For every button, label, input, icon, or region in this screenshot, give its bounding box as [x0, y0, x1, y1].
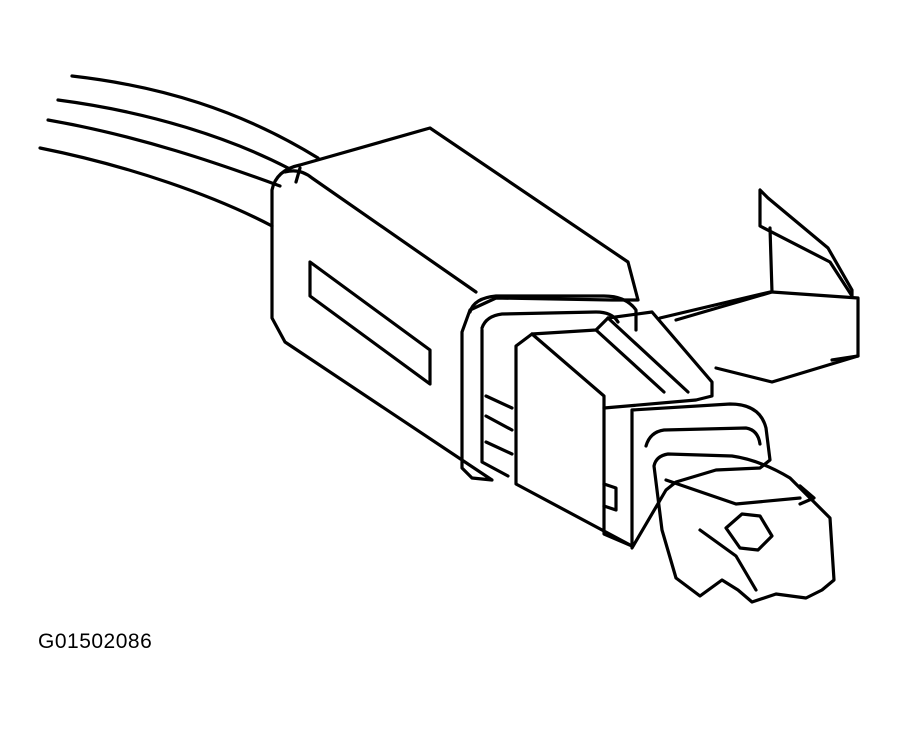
- nose-end-detail: [798, 484, 816, 506]
- wire-1: [70, 74, 320, 160]
- clip-upper-tab: [758, 188, 854, 298]
- clip-top-edge: [658, 290, 772, 320]
- nose-tip-ridge: [664, 478, 802, 506]
- collar-tab-top: [484, 394, 514, 410]
- wire-4: [38, 146, 274, 228]
- nose-collar: [630, 402, 772, 550]
- plug-ridge-line-2: [606, 316, 690, 394]
- housing-window-slot-shape: [308, 260, 432, 386]
- plug-top-ridge: [530, 332, 606, 410]
- collar-tab-low: [484, 440, 514, 456]
- terminal-hole: [724, 512, 774, 552]
- nose-tip-ridge-2: [698, 528, 758, 592]
- housing-front-ridge: [294, 166, 302, 184]
- terminal-nose: [630, 402, 836, 604]
- figure-id-label: G01502086: [38, 630, 153, 653]
- wire-2: [56, 98, 290, 170]
- plug-ridge-line: [594, 328, 666, 394]
- connector-housing: [270, 126, 640, 482]
- wire-3: [46, 118, 282, 188]
- clip-body: [714, 226, 860, 384]
- nose-tip-outline: [652, 452, 836, 604]
- housing-outline: [270, 126, 640, 482]
- nose-collar-inner: [644, 426, 762, 448]
- collar-tab-bottom: [484, 414, 514, 432]
- collar-left-inner: [480, 328, 510, 478]
- plug-side-notch: [602, 482, 618, 512]
- collar-outer: [468, 294, 638, 332]
- latch-clip: [658, 188, 860, 384]
- housing-top-edge: [283, 169, 478, 294]
- wire-bundle: [38, 74, 320, 228]
- collar-inner: [480, 310, 620, 330]
- clip-bottom: [830, 354, 860, 362]
- housing-collar: [468, 294, 638, 478]
